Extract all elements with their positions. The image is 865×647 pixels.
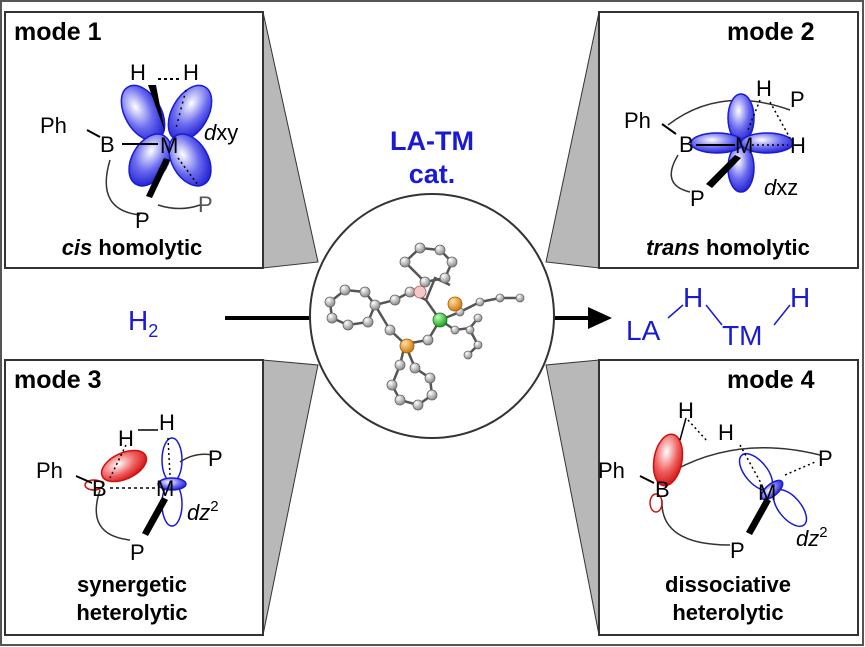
atom-label: B [679, 132, 694, 157]
atom-label: P [790, 87, 805, 112]
atom-label: H [718, 420, 734, 445]
mode-4-caption-line2: heterolytic [672, 600, 783, 625]
atom-label: H [118, 426, 134, 451]
atom-label: H [183, 60, 199, 85]
atom-label: H [678, 398, 694, 423]
atom-label: B [655, 477, 670, 502]
catalyst-title-line1: LA-TM [390, 126, 474, 156]
catalyst-title-line2: cat. [409, 159, 456, 189]
mode-3-caption-line1: synergetic [77, 572, 187, 597]
atom-label: P [690, 186, 705, 211]
catalyst-atoms [324, 242, 525, 411]
mode-4-caption-line1: dissociative [665, 572, 791, 597]
orbital-label: dxy [204, 120, 238, 145]
atom-label: Ph [36, 458, 63, 483]
atom-label: M [160, 133, 178, 158]
atom-label: B [92, 476, 107, 501]
product-h-2: H [790, 282, 810, 313]
mode-4-structure: Ph B M H H P P dz2 [598, 398, 833, 563]
atom-label: P [730, 538, 745, 563]
product-h-1: H [683, 282, 703, 313]
orbital-label: dxz [764, 175, 798, 200]
reactant-h2: H2 [128, 305, 158, 341]
atom-label: H [790, 133, 806, 158]
product-formula: LA H TM H [626, 282, 810, 351]
product-la: LA [626, 315, 661, 346]
mode-1-structure: Ph B M H H P P dxy [40, 60, 238, 233]
atom-label: P [135, 208, 150, 233]
atom-label: M [758, 480, 776, 505]
phosphorus-atom [399, 338, 415, 354]
atom-label: B [100, 132, 115, 157]
atom-label: M [156, 476, 174, 501]
mode-1-label: mode 1 [14, 18, 102, 46]
orbital-lobe [84, 479, 104, 491]
mode-2-structure: Ph B M H P H P dxz [624, 76, 806, 211]
atom-label: P [818, 446, 833, 471]
atom-label: H [130, 60, 146, 85]
product-tm: TM [722, 320, 762, 351]
mode-3-caption-line2: heterolytic [76, 600, 187, 625]
orbital-lobe [157, 477, 187, 491]
orbital-lobe [740, 132, 794, 154]
atom-label: Ph [624, 108, 651, 133]
atom-label: M [735, 133, 753, 158]
mode-3-structure: Ph B M H H P P dz2 [36, 410, 223, 565]
atom-label: Ph [598, 458, 625, 483]
orbital-label: dz2 [796, 524, 828, 551]
mode-2-label: mode 2 [727, 18, 815, 46]
atom-label: H [159, 410, 175, 435]
atom-label: P [198, 192, 213, 217]
orbital-lobe [760, 479, 784, 501]
orbital-lobe [652, 433, 684, 487]
mode-3-label: mode 3 [14, 366, 102, 394]
panel-mode-4 [598, 359, 859, 636]
mode-4-label: mode 4 [727, 366, 815, 394]
mode-2-caption: trans homolytic [646, 235, 810, 260]
phosphorus-atom [447, 296, 463, 312]
boron-atom [413, 285, 427, 299]
orbital-lobe [649, 493, 663, 513]
mode-1-caption: cis homolytic [62, 235, 203, 260]
metal-atom [432, 312, 448, 328]
panel-mode-3 [4, 359, 264, 636]
orbital-lobe [168, 133, 212, 187]
atom-label: P [208, 446, 223, 471]
arrow-head [588, 307, 612, 329]
catalyst-circle [309, 193, 555, 439]
atom-label: Ph [40, 113, 67, 138]
orbital-label: dz2 [187, 498, 219, 525]
atom-label: H [756, 76, 772, 101]
panel-mode-1 [4, 11, 264, 269]
atom-label: P [130, 540, 145, 565]
